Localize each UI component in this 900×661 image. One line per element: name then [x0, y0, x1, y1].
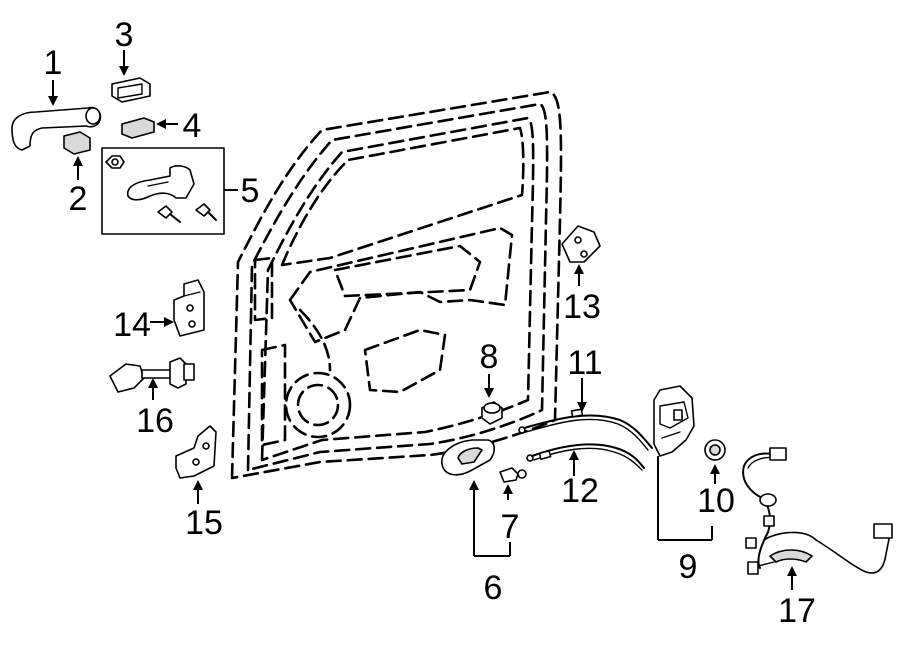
- release-cable-part: [526, 443, 645, 471]
- callout-10: 10: [697, 482, 735, 520]
- lock-cable-part: [518, 408, 653, 451]
- callout-1: 1: [44, 44, 63, 82]
- callout-14: 14: [113, 306, 151, 344]
- callout-3: 3: [115, 16, 134, 54]
- handle-frame-part: [105, 155, 217, 223]
- wiring-harness-part: [742, 447, 893, 575]
- callout-12: 12: [561, 472, 599, 510]
- callout-15: 15: [185, 504, 223, 542]
- callout-8: 8: [480, 338, 499, 376]
- handle-pad-part: [121, 117, 155, 139]
- callout-11: 11: [567, 344, 602, 382]
- striker-part: [561, 225, 601, 263]
- door-outline: [230, 90, 563, 480]
- callout-6: 6: [484, 569, 503, 607]
- grommet-part: [481, 401, 503, 425]
- callout-4: 4: [183, 107, 202, 145]
- outside-handle-part: [11, 106, 102, 151]
- callout-7: 7: [501, 508, 520, 546]
- handle-clip-part: [499, 467, 527, 483]
- callout-17: 17: [778, 592, 816, 630]
- door-check-part: [109, 357, 195, 393]
- callout-2: 2: [69, 180, 88, 218]
- door-check-bracket-part: [173, 279, 205, 337]
- door-lock-actuator-part: [653, 385, 695, 457]
- handle-cap-part: [63, 131, 91, 155]
- door-hinge-part: [175, 425, 217, 479]
- key-cylinder-cap-part: [111, 77, 151, 103]
- inside-handle-part: [441, 439, 496, 476]
- callout-9: 9: [679, 548, 698, 586]
- callout-13: 13: [563, 288, 601, 326]
- plug-part: [704, 439, 726, 461]
- callout-5: 5: [241, 172, 260, 210]
- callout-16: 16: [136, 402, 174, 440]
